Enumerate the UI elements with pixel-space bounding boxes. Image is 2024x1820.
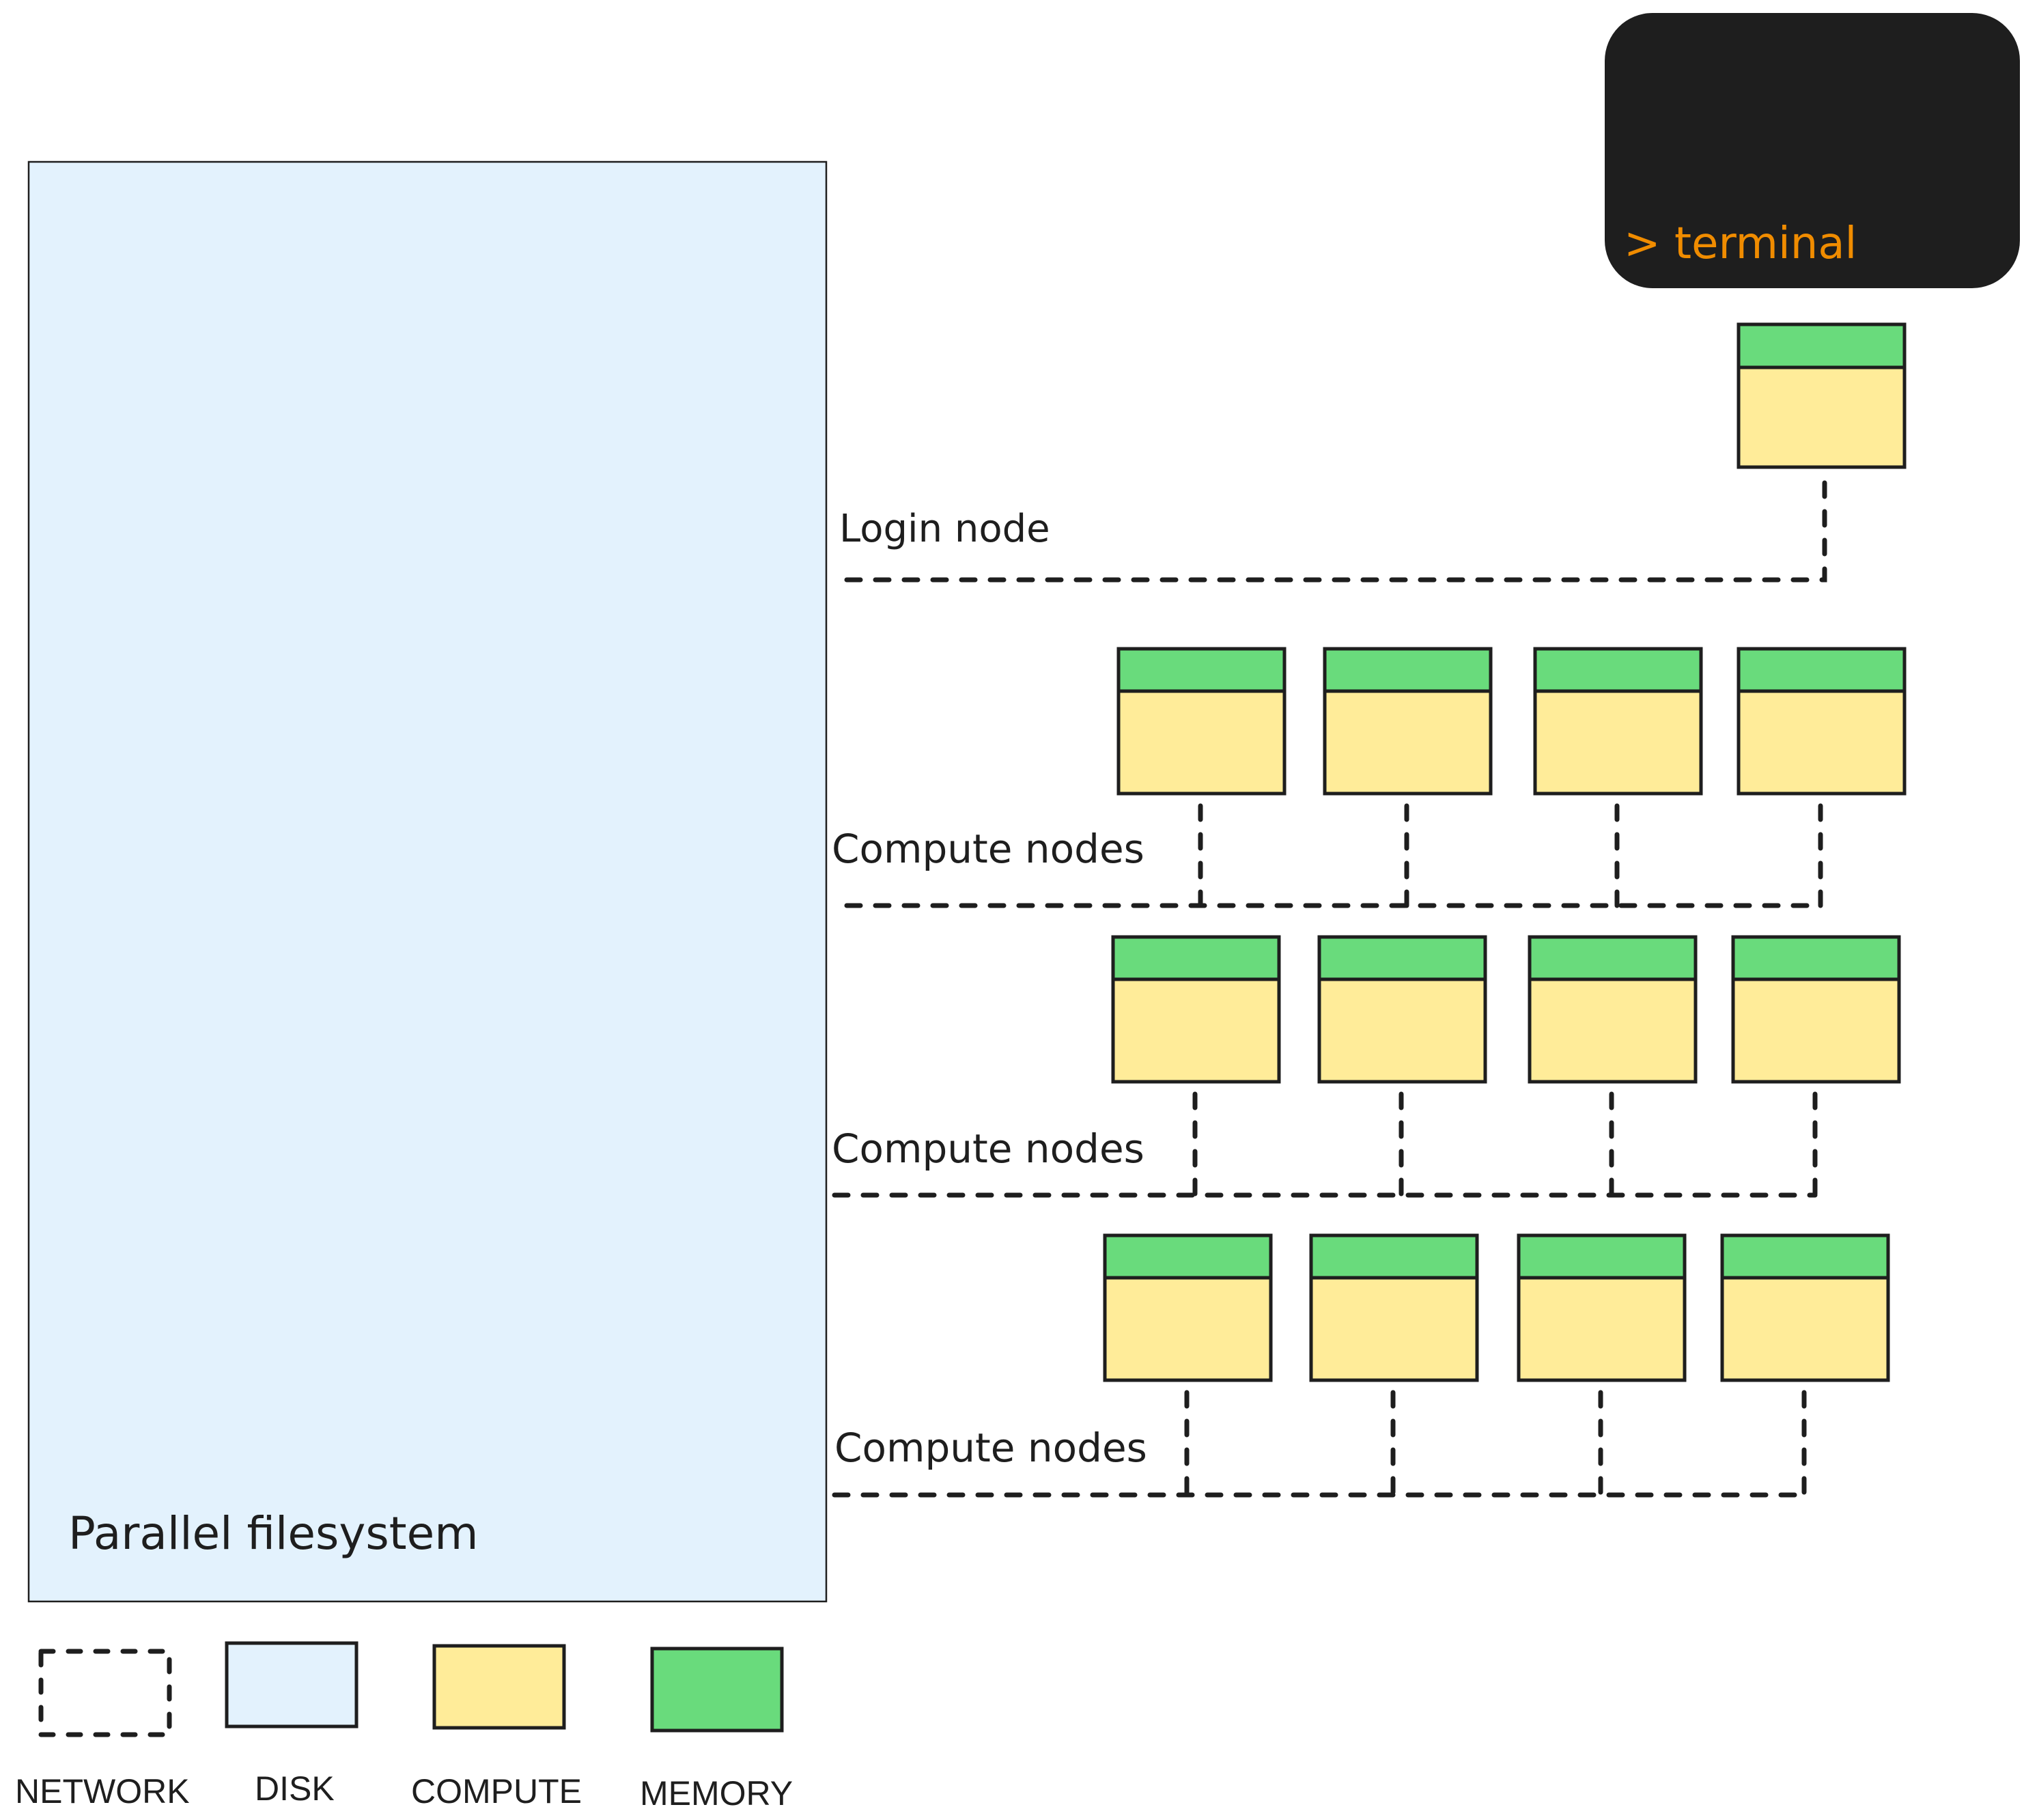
compute-node[interactable] [1323, 647, 1493, 796]
memory-block [1323, 647, 1493, 693]
memory-block [1528, 935, 1698, 981]
memory-block [1317, 935, 1487, 981]
compute-block [1720, 1276, 1890, 1382]
compute-node[interactable] [1309, 1233, 1479, 1382]
compute-node[interactable] [1737, 647, 1907, 796]
memory-block [1737, 647, 1907, 693]
legend-compute: COMPUTE [411, 1644, 582, 1810]
compute-node[interactable] [1103, 1233, 1273, 1382]
nodes-layer [1103, 322, 1907, 1382]
compute-block [1731, 977, 1901, 1084]
compute-group-1-label: Compute nodes [832, 826, 1144, 872]
compute-node[interactable] [1533, 647, 1703, 796]
memory-block [1517, 1233, 1687, 1280]
terminal[interactable]: > terminal [1605, 13, 2020, 288]
compute-block [1737, 365, 1907, 469]
compute-block [1737, 689, 1907, 796]
parallel-filesystem: Parallel filesystem [27, 160, 828, 1603]
legend-memory-swatch [650, 1647, 784, 1733]
compute-node[interactable] [1116, 647, 1287, 796]
memory-block [1737, 322, 1907, 369]
compute-block [1116, 689, 1287, 796]
login-node[interactable] [1737, 322, 1907, 469]
network-layer [832, 479, 1827, 1498]
compute-block [1323, 689, 1493, 796]
compute-node[interactable] [1528, 935, 1698, 1084]
legend-memory: MEMORY [640, 1647, 793, 1812]
compute-node[interactable] [1720, 1233, 1890, 1382]
legend-network-label: NETWORK [15, 1772, 190, 1810]
compute-node[interactable] [1111, 935, 1281, 1084]
compute-block [1103, 1276, 1273, 1382]
memory-block [1116, 647, 1287, 693]
legend-network-swatch [38, 1649, 172, 1737]
legend-memory-label: MEMORY [640, 1774, 793, 1812]
legend-disk-label: DISK [255, 1769, 335, 1808]
memory-block [1731, 935, 1901, 981]
compute-group-2-label: Compute nodes [832, 1125, 1144, 1172]
memory-block [1103, 1233, 1273, 1280]
memory-block [1111, 935, 1281, 981]
legend-disk-swatch [225, 1641, 359, 1728]
legend-compute-label: COMPUTE [411, 1772, 582, 1810]
compute-node[interactable] [1517, 1233, 1687, 1382]
login-network-link [844, 479, 1827, 583]
legend-disk: DISK [225, 1641, 359, 1808]
compute-block [1111, 977, 1281, 1084]
compute-block [1533, 689, 1703, 796]
legend-compute-swatch [432, 1644, 566, 1730]
legend: NETWORK DISK COMPUTE MEMORY [15, 1641, 793, 1812]
compute-block [1309, 1276, 1479, 1382]
compute-group-3-label: Compute nodes [834, 1425, 1147, 1471]
terminal-label: > terminal [1624, 219, 1857, 269]
legend-network: NETWORK [15, 1649, 190, 1810]
memory-block [1533, 647, 1703, 693]
login-node-label: Login node [839, 507, 1050, 551]
compute-block [1528, 977, 1698, 1084]
memory-block [1309, 1233, 1479, 1280]
filesystem-label: Parallel filesystem [68, 1507, 479, 1560]
compute-node[interactable] [1317, 935, 1487, 1084]
memory-block [1720, 1233, 1890, 1280]
compute-node[interactable] [1731, 935, 1901, 1084]
compute-block [1317, 977, 1487, 1084]
compute-block [1517, 1276, 1687, 1382]
